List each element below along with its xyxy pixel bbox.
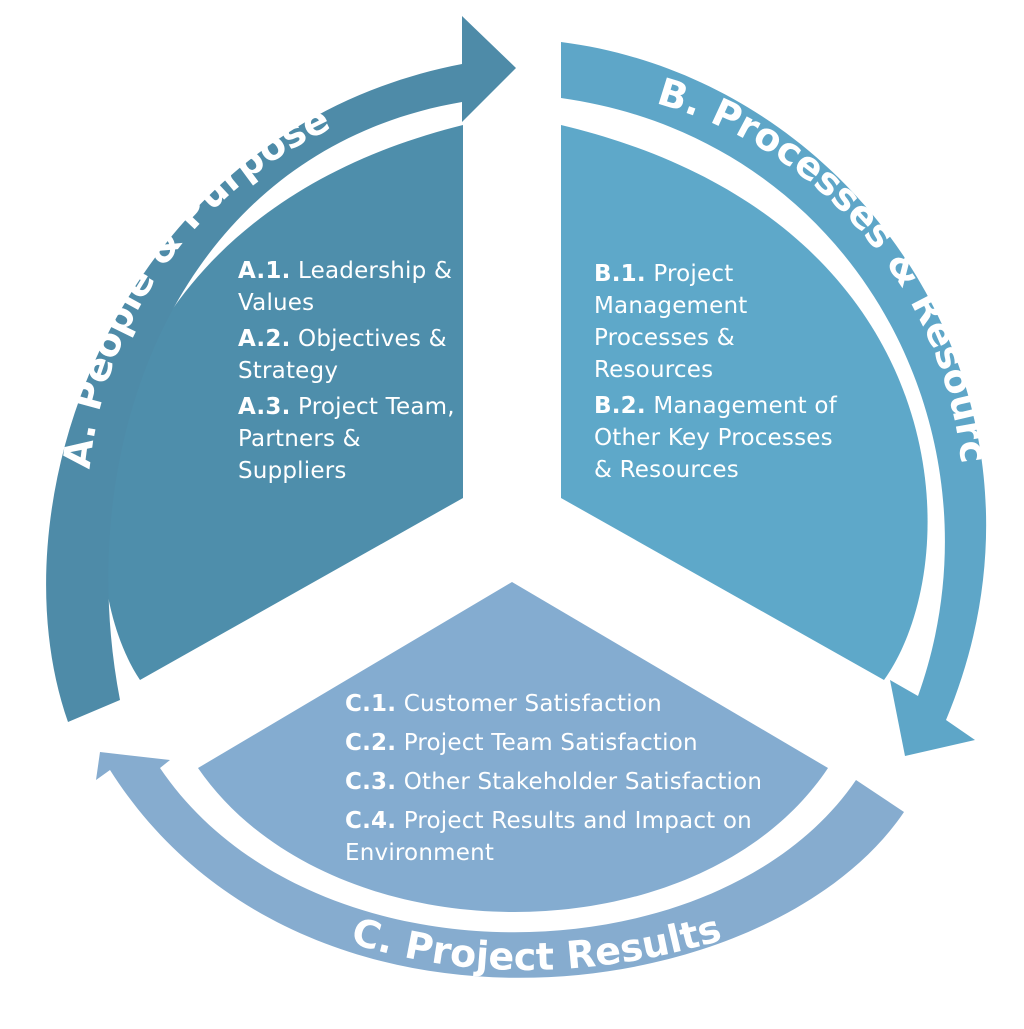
segment-c-items: C.1. Customer Satisfaction C.2. Project … [345, 688, 785, 876]
segment-b-items: B.1. Project Management Processes & Reso… [594, 258, 844, 490]
segment-b-processes-resources [561, 125, 928, 680]
item-a2: A.2. Objectives & Strategy [238, 326, 447, 384]
segment-a-people-purpose [102, 125, 463, 680]
item-c3: C.3. Other Stakeholder Satisfaction [345, 769, 763, 795]
segment-c-project-results [198, 582, 828, 912]
item-a1: A.1. Leadership & Values [238, 258, 453, 316]
item-c1: C.1. Customer Satisfaction [345, 691, 662, 717]
item-c4: C.4. Project Results and Impact on Envir… [345, 808, 752, 866]
arc-arrow-c [96, 752, 904, 978]
item-a3: A.3. Project Team, Partners & Suppliers [238, 394, 455, 484]
item-b1: B.1. Project Management Processes & Reso… [594, 261, 748, 383]
segment-a-items: A.1. Leadership & Values A.2. Objectives… [238, 255, 468, 491]
arc-arrow-b [561, 42, 987, 756]
arc-arrow-a [46, 16, 516, 722]
item-c2: C.2. Project Team Satisfaction [345, 730, 698, 756]
item-b2: B.2. Management of Other Key Processes &… [594, 393, 837, 483]
